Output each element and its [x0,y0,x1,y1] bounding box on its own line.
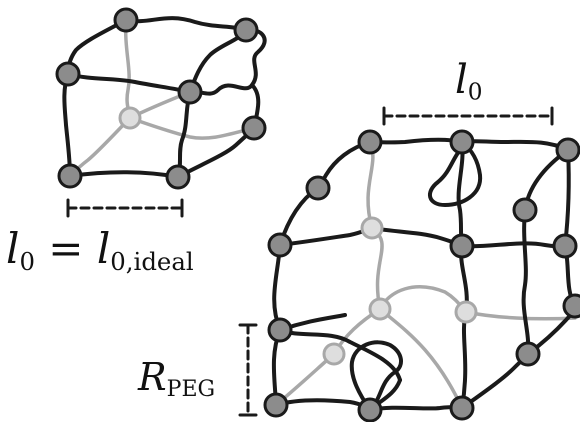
hidden-strand [464,310,577,321]
crosslink-node [449,129,475,155]
dimension-bars [66,106,554,417]
l0-label: l0 [455,57,483,106]
crosslink-node [263,392,289,418]
strand [272,243,282,332]
hidden-strand [378,285,468,314]
hidden-strand [366,140,375,230]
strand [278,226,374,247]
strand [66,72,192,94]
crosslink-node [552,233,578,259]
strand [460,241,567,249]
crosslink-node [449,233,475,259]
crosslink-node [233,17,259,43]
hidden-strand [123,18,132,120]
strand [456,140,465,248]
crosslink-node [113,7,139,33]
crosslink-node [165,164,191,190]
crosslink-node [562,293,580,319]
dangling-loop [428,140,483,207]
strand [274,398,372,412]
strand [68,170,180,179]
crosslink-node [177,79,203,105]
strand [124,16,248,32]
strand [521,208,531,356]
crosslink-node [357,129,383,155]
crosslink-node [555,137,580,163]
hidden-node [118,106,142,130]
hidden-node [360,216,384,240]
crosslink-node [449,395,475,421]
strand [188,28,248,94]
strand [460,310,468,410]
strand [370,226,464,248]
hidden-node [322,342,346,366]
dangling-loops [349,140,483,412]
strand [460,352,530,410]
crosslink-node [267,317,293,343]
crosslink-node [267,232,293,258]
strand [62,72,72,178]
dangling-loop [349,340,403,412]
hidden-strand [370,226,384,311]
strand [368,137,464,145]
hidden-strand [128,116,256,140]
l0-ideal-equation: l0 = l0,ideal [6,224,194,276]
crosslink-node [241,115,267,141]
hidden-nodes [118,106,478,366]
crosslink-node [512,197,538,223]
strand [563,148,571,248]
hidden-node [368,297,392,321]
strand [368,405,464,412]
crosslink-node [57,163,83,189]
hidden-strand [68,116,132,178]
crosslink-node [515,341,541,367]
crosslink-node [305,175,331,201]
hidden-node [454,300,478,324]
r-peg-label: RPEG [138,355,216,403]
crosslink-node [55,61,81,87]
crosslink-nodes [55,7,580,422]
crosslink-node [357,397,383,422]
strand [460,139,570,152]
strand [278,328,402,382]
